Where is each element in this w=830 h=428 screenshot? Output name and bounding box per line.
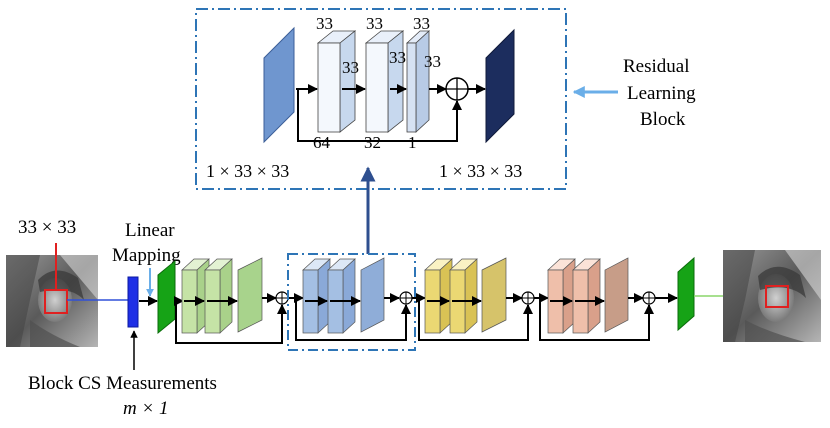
residual-label-line3: Block bbox=[640, 109, 686, 130]
linear-mapping-line2: Mapping bbox=[112, 245, 181, 266]
pipe-image-lena-input bbox=[6, 255, 98, 347]
inset-input-layer bbox=[263, 26, 295, 144]
inset-num-bottom-c: 1 bbox=[408, 133, 417, 152]
stage-1-block bbox=[181, 257, 277, 334]
skip-2 bbox=[295, 298, 411, 341]
stage-2-block bbox=[302, 257, 400, 334]
inset-num-side-b: 33 bbox=[389, 48, 406, 67]
inset-output-dim: 1 × 33 × 33 bbox=[439, 161, 522, 181]
mapping-layer bbox=[157, 259, 176, 335]
inset-conv-block-1 bbox=[316, 30, 357, 133]
measurements-label-line2: m × 1 bbox=[123, 398, 169, 419]
sum-node-1-icon bbox=[275, 291, 289, 305]
sum-node-2-icon bbox=[399, 291, 413, 305]
pipe-image-lena-output bbox=[723, 250, 821, 342]
inset-num-bottom-a: 64 bbox=[313, 133, 331, 152]
measurements-label-line1: Block CS Measurements bbox=[28, 373, 217, 394]
inset-conv-block-3 bbox=[405, 30, 431, 133]
inset-num-side-c: 33 bbox=[424, 52, 441, 71]
skip-4 bbox=[539, 298, 654, 341]
sum-node-3-icon bbox=[521, 291, 535, 305]
stage-4-block bbox=[547, 257, 644, 334]
highlight-box bbox=[287, 253, 416, 351]
pipeline: 33 × 33 Block CS Measurements m × 1 Line… bbox=[6, 217, 821, 419]
sum-node-4-icon bbox=[642, 291, 656, 305]
inset-skip-connection bbox=[297, 89, 462, 142]
stage-3-block bbox=[424, 257, 523, 334]
inset-num-top-c: 33 bbox=[413, 14, 430, 33]
sum-node-icon bbox=[445, 77, 469, 101]
residual-label-line2: Learning bbox=[627, 83, 696, 104]
skip-1 bbox=[175, 301, 287, 344]
linear-mapping-line1: Linear bbox=[125, 220, 175, 241]
output-patch-box bbox=[765, 285, 789, 308]
inset-num-side-a: 33 bbox=[342, 58, 359, 77]
output-layer bbox=[677, 256, 695, 332]
inset-border bbox=[195, 8, 567, 190]
inset-input-dim: 1 × 33 × 33 bbox=[206, 161, 289, 181]
residual-label-line1: Residual bbox=[623, 56, 690, 77]
inset-output-layer bbox=[485, 28, 515, 144]
inset-num-bottom-b: 32 bbox=[364, 133, 381, 152]
inset-num-top-b: 33 bbox=[366, 14, 383, 33]
skip-3 bbox=[418, 298, 533, 341]
inset-conv-block-2 bbox=[364, 30, 405, 133]
inset-num-top-a: 33 bbox=[316, 14, 333, 33]
inset-residual-block: 33 33 33 33 33 33 64 32 1 1 × 33 × 33 1 … bbox=[195, 8, 567, 190]
measurement-vector-bar bbox=[127, 276, 139, 328]
patch-size-label: 33 × 33 bbox=[18, 217, 76, 238]
